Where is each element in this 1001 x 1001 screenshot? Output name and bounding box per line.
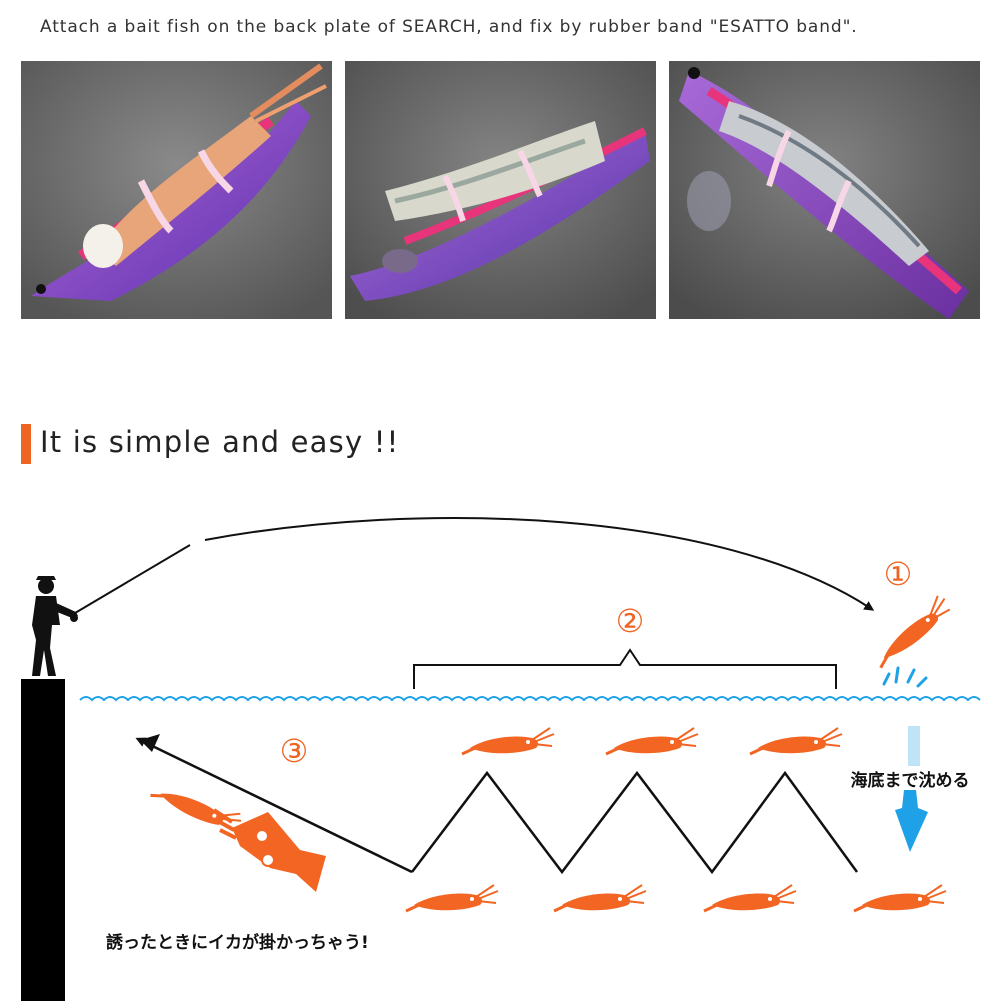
- jig-bottom-3: [702, 883, 798, 913]
- retrieve-arrow: [135, 737, 413, 874]
- sink-arrow: [895, 790, 928, 852]
- fisherman-icon: [32, 544, 191, 676]
- splash-icon: [882, 666, 928, 688]
- jig-bottom-4: [852, 883, 948, 913]
- water-surface: [79, 696, 981, 702]
- jig-bottom-1: [404, 883, 500, 913]
- cast-arrow: [204, 517, 875, 611]
- section-accent-bar: [21, 424, 31, 464]
- photo-fillet-bait: [345, 61, 656, 319]
- catch-label: 誘ったときにイカが掛かっちゃう!: [106, 932, 369, 953]
- jerking-path: [411, 770, 859, 875]
- photo-whole-fish-bait: [669, 61, 980, 319]
- sink-label: 海底まで沈める: [851, 770, 970, 791]
- jig-entering-water: [864, 592, 958, 670]
- section-title: It is simple and easy !!: [40, 425, 400, 459]
- sink-arrow-tail: [908, 726, 920, 766]
- step-2-label: ②: [616, 602, 645, 640]
- jig-shallow-1: [460, 726, 556, 756]
- jig-shallow-2: [604, 726, 700, 756]
- pier-post: [21, 679, 65, 1001]
- squid-catch-icon: [148, 770, 326, 892]
- step-3-label: ③: [280, 732, 309, 770]
- instruction-text: Attach a bait fish on the back plate of …: [40, 17, 858, 37]
- step-1-label: ①: [884, 555, 913, 593]
- jig-bottom-2: [552, 883, 648, 913]
- fishing-method-diagram: ① ② ③ 海底まで沈める 誘ったときにイカが掛かっちゃう!: [21, 517, 981, 1001]
- jig-shallow-3: [748, 726, 844, 756]
- surface-bracket: [413, 648, 837, 689]
- photo-shrimp-bait: [21, 61, 332, 319]
